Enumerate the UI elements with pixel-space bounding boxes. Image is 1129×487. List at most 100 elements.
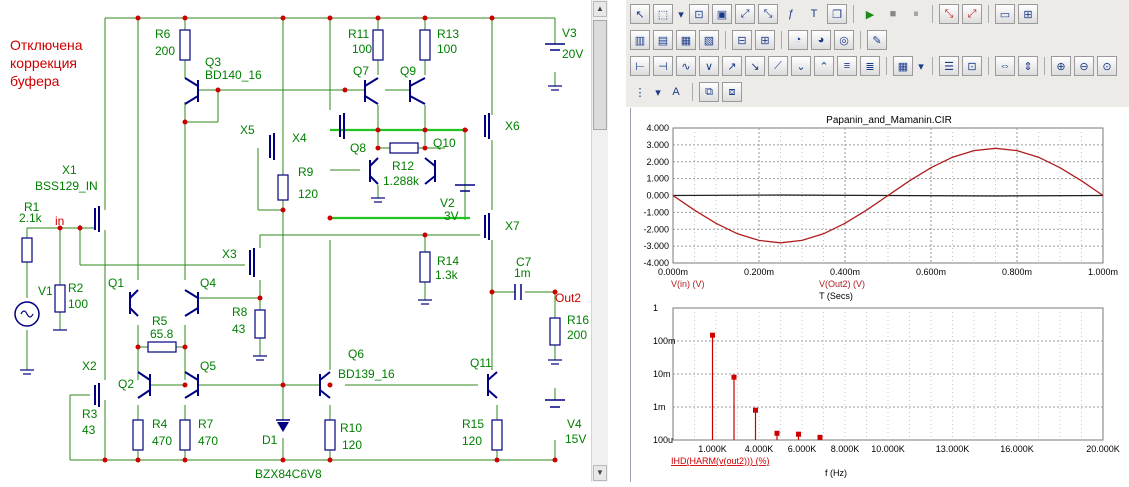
zoom-graph-icon[interactable]: ◎ xyxy=(834,30,854,50)
v4-name-label: V4 xyxy=(567,417,582,431)
select-icon[interactable]: ⬚ xyxy=(653,4,673,24)
x6-name-label: X6 xyxy=(505,119,520,133)
dropdown-icon[interactable]: ▾ xyxy=(678,8,684,21)
list-icon[interactable]: ☰ xyxy=(939,56,959,76)
r5-value-label: 65.8 xyxy=(150,327,174,341)
slope-icon[interactable]: ⟋ xyxy=(768,56,788,76)
delete-icon[interactable]: ✎ xyxy=(867,30,887,50)
zoom-out-icon[interactable]: ⊖ xyxy=(1074,56,1094,76)
x1-name-label: X1 xyxy=(62,163,77,177)
dropdown-icon[interactable]: ▾ xyxy=(655,86,661,99)
align-right-icon[interactable]: ▧ xyxy=(699,30,719,50)
harmonic-marker xyxy=(796,431,801,437)
cursor-left-icon[interactable]: ⤡ xyxy=(939,4,959,24)
fit-vertical-icon[interactable]: ⇕ xyxy=(1018,56,1038,76)
note-line-1: Отключена xyxy=(10,37,83,53)
r10-name-label: R10 xyxy=(340,421,362,435)
scroll-thumb[interactable] xyxy=(593,20,607,130)
toolbar-separator xyxy=(932,57,933,75)
scroll-down-button[interactable]: ▼ xyxy=(593,465,607,481)
fit-horizontal-icon[interactable]: ⇔ xyxy=(995,56,1015,76)
next-trace-icon[interactable]: ⊣ xyxy=(653,56,673,76)
c7-name-label: C7 xyxy=(516,255,532,269)
in-node-label: in xyxy=(55,214,64,228)
r5-name-label: R5 xyxy=(152,314,168,328)
r13-value-label: 100 xyxy=(437,42,457,56)
harmonics-plot-area[interactable] xyxy=(672,307,1104,441)
toolbar-row-4: ⋮ ▾ A ⧉⧈ xyxy=(630,80,742,104)
run-icon[interactable]: ▶ xyxy=(865,8,875,21)
zoom-fit-icon[interactable]: ⤢ xyxy=(735,4,755,24)
cursor-right-icon[interactable]: ⤢ xyxy=(962,4,982,24)
divider xyxy=(608,0,626,482)
pause-icon[interactable]: ⏸ xyxy=(913,7,919,20)
fall-icon[interactable]: ↘ xyxy=(745,56,765,76)
plot-group-icon[interactable]: ▥ xyxy=(630,30,650,50)
toolbar-separator xyxy=(860,31,861,49)
x4-name-label: X4 xyxy=(292,131,307,145)
align-left-icon[interactable]: ▦ xyxy=(676,30,696,50)
table-icon[interactable]: ▦ xyxy=(893,56,913,76)
minus-icon[interactable]: ⊟ xyxy=(732,30,752,50)
transient-y-tick: 2.000 xyxy=(646,157,669,167)
transient-y-tick: 0.000 xyxy=(646,191,669,201)
r4-value-label: 470 xyxy=(152,434,172,448)
window-icon[interactable]: ▭ xyxy=(995,4,1015,24)
plus-icon[interactable]: ⊞ xyxy=(755,30,775,50)
function-icon[interactable]: ƒ xyxy=(787,8,795,20)
r2-name-label: R2 xyxy=(68,281,84,295)
stop-icon[interactable]: ■ xyxy=(889,8,897,20)
r15-name-label: R15 xyxy=(462,417,484,431)
zoom-reset-icon[interactable]: ⊙ xyxy=(1097,56,1117,76)
toolbar-row-3: ⊢⊣∿∨↗↘⟋⌄⌃≡≣ ▦ ▾ ☰⊡ ⇔⇕ ⊕⊖⊙ xyxy=(630,54,1117,78)
zoom-area-icon[interactable]: ⊡ xyxy=(689,4,709,24)
harmonic-marker xyxy=(753,407,758,413)
dropdown-icon[interactable]: ▾ xyxy=(918,60,924,73)
cascade-icon[interactable]: ⧈ xyxy=(722,82,742,102)
tile-icon[interactable]: ⧉ xyxy=(699,82,719,102)
note-line-2: коррекция xyxy=(10,55,77,71)
scroll-up-button[interactable]: ▲ xyxy=(593,1,607,17)
bottom-icon[interactable]: ⌄ xyxy=(791,56,811,76)
zoom-in-icon[interactable]: ⊕ xyxy=(1051,56,1071,76)
v2-value-label: 3V xyxy=(444,209,459,223)
transient-y-tick: 1.000 xyxy=(646,174,669,184)
top-icon[interactable]: ⌃ xyxy=(814,56,834,76)
x5-name-label: X5 xyxy=(240,123,255,137)
trace-icon[interactable]: ⊢ xyxy=(630,56,650,76)
r9-name-label: R9 xyxy=(298,165,314,179)
valley-icon[interactable]: ◕ xyxy=(811,30,831,50)
harmonics-x-tick: 6.000K xyxy=(788,444,817,454)
valley-trace-icon[interactable]: ∨ xyxy=(699,56,719,76)
grip-icon[interactable]: ⋮ xyxy=(634,86,646,99)
transient-y-tick: -3.000 xyxy=(643,241,669,251)
copy-window-icon[interactable]: ❐ xyxy=(827,4,847,24)
font-icon[interactable]: A xyxy=(672,86,680,98)
transient-x-tick: 1.000m xyxy=(1088,267,1118,277)
data-point-icon[interactable]: ⊡ xyxy=(962,56,982,76)
zoom-in-scale-icon[interactable]: ⤡ xyxy=(758,4,778,24)
transient-y-tick: -1.000 xyxy=(643,207,669,217)
zoom-window-icon[interactable]: ▣ xyxy=(712,4,732,24)
sine-icon[interactable]: ∿ xyxy=(676,56,696,76)
peak-icon[interactable]: ◔ xyxy=(788,30,808,50)
r9-value-label: 120 xyxy=(298,187,318,201)
text-tool-icon[interactable]: T xyxy=(810,8,818,20)
grid-icon[interactable]: ⊞ xyxy=(1018,4,1038,24)
rise-icon[interactable]: ↗ xyxy=(722,56,742,76)
toolbar-row-2: ▥▤▦▧ ⊟⊞ ◔◕◎ ✎ xyxy=(630,28,887,52)
harmonic-marker xyxy=(774,430,780,436)
transient-y-tick: 4.000 xyxy=(646,123,669,133)
q8-name-label: Q8 xyxy=(350,141,366,155)
low-icon[interactable]: ≣ xyxy=(860,56,880,76)
schematic-scrollbar[interactable]: ▲ ▼ xyxy=(591,0,608,482)
harmonics-x-tick: 4.000K xyxy=(745,444,774,454)
q10-name-label: Q10 xyxy=(433,136,456,150)
high-icon[interactable]: ≡ xyxy=(837,56,857,76)
toolbar-separator xyxy=(692,83,693,101)
pointer-icon[interactable]: ↖ xyxy=(630,4,650,24)
scope-icon[interactable]: ▤ xyxy=(653,30,673,50)
harmonic-marker xyxy=(710,332,715,338)
